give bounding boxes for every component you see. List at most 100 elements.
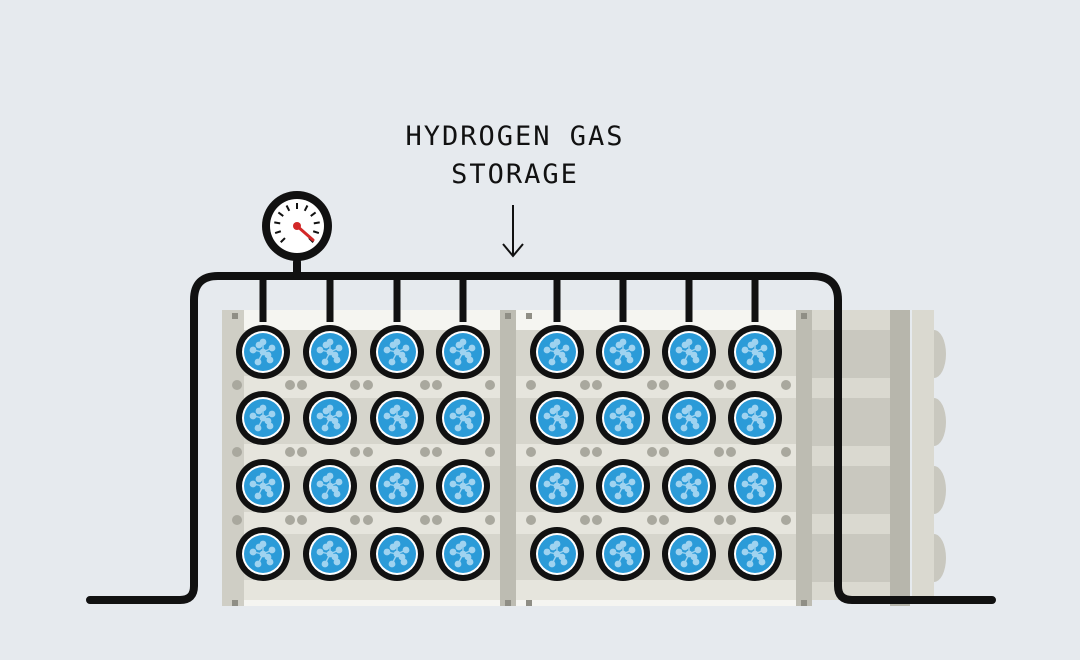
rack-bolt bbox=[485, 380, 495, 390]
gas-cylinder-icon bbox=[236, 391, 290, 445]
gas-cylinder-grid bbox=[236, 325, 782, 581]
gas-cylinder-icon bbox=[596, 527, 650, 581]
gas-cylinder-icon bbox=[662, 391, 716, 445]
gas-cylinder-icon bbox=[530, 325, 584, 379]
background-rack bbox=[810, 310, 946, 606]
rack-bolt bbox=[297, 380, 307, 390]
gauge-tick bbox=[310, 211, 317, 217]
pressure-gauge-icon bbox=[262, 191, 332, 261]
rack-bolt bbox=[781, 380, 791, 390]
gauge-tick bbox=[274, 230, 282, 235]
rack-bolt bbox=[526, 515, 536, 525]
rack-bolt bbox=[580, 380, 590, 390]
cylinder-feed-pipes bbox=[259, 276, 759, 322]
gas-cylinder-icon bbox=[728, 391, 782, 445]
rack-bolt bbox=[714, 447, 724, 457]
rack-bolt bbox=[647, 447, 657, 457]
gas-cylinder-icon bbox=[662, 325, 716, 379]
gas-cylinder-icon bbox=[728, 527, 782, 581]
gas-cylinder-icon bbox=[370, 459, 424, 513]
gas-cylinder-icon bbox=[236, 459, 290, 513]
gas-cylinder-icon bbox=[662, 527, 716, 581]
gas-cylinder-icon bbox=[436, 391, 490, 445]
rack-bolt bbox=[232, 447, 242, 457]
gas-cylinder-icon bbox=[436, 459, 490, 513]
rack-bolt bbox=[363, 515, 373, 525]
rack-bolt bbox=[647, 380, 657, 390]
gas-cylinder-icon bbox=[370, 325, 424, 379]
rack-bolt bbox=[526, 380, 536, 390]
gauge-tick bbox=[313, 221, 320, 225]
gas-cylinder-icon bbox=[303, 527, 357, 581]
gas-cylinder-icon bbox=[303, 459, 357, 513]
gas-cylinder-icon bbox=[596, 459, 650, 513]
diagram-title: HYDROGEN GAS STORAGE bbox=[360, 118, 670, 194]
rack-bolt bbox=[592, 515, 602, 525]
rack-bolt bbox=[285, 515, 295, 525]
rack-bolt bbox=[580, 447, 590, 457]
rack-bolt bbox=[659, 447, 669, 457]
rack-bolt bbox=[420, 380, 430, 390]
gas-cylinder-icon bbox=[530, 459, 584, 513]
rack-bolt bbox=[363, 447, 373, 457]
rack-bolt bbox=[432, 380, 442, 390]
rack-bolt bbox=[432, 515, 442, 525]
rack-bolt bbox=[285, 380, 295, 390]
gas-cylinder-icon bbox=[596, 391, 650, 445]
rack-bolt bbox=[420, 447, 430, 457]
gauge-tick bbox=[303, 205, 309, 212]
gas-cylinder-icon bbox=[303, 391, 357, 445]
gas-cylinder-icon bbox=[728, 325, 782, 379]
rack-bolt bbox=[297, 447, 307, 457]
rack-bolt bbox=[526, 600, 532, 606]
rack-bolt bbox=[781, 447, 791, 457]
rack-bolts bbox=[232, 313, 807, 606]
gas-cylinder-icon bbox=[370, 391, 424, 445]
rack-bolt bbox=[659, 515, 669, 525]
down-arrow-icon bbox=[502, 205, 524, 258]
rack-bolt bbox=[297, 515, 307, 525]
rack-bolt bbox=[714, 380, 724, 390]
rack-bolt bbox=[801, 600, 807, 606]
rack-bolt bbox=[232, 600, 238, 606]
rack-bolt bbox=[801, 313, 807, 319]
rack-bolt bbox=[726, 515, 736, 525]
rack-bolt bbox=[485, 515, 495, 525]
rack-bolt bbox=[580, 515, 590, 525]
rack-bolt bbox=[526, 447, 536, 457]
gauge-tick bbox=[312, 230, 320, 235]
gas-cylinder-icon bbox=[530, 527, 584, 581]
gauge-tick bbox=[277, 211, 284, 217]
title-line-2: STORAGE bbox=[451, 159, 579, 190]
gas-pipe-manifold bbox=[86, 258, 996, 604]
rack-bolt bbox=[526, 313, 532, 319]
rack-bolt bbox=[726, 447, 736, 457]
rack-bolt bbox=[350, 515, 360, 525]
rack-bolt bbox=[505, 313, 511, 319]
gas-cylinder-icon bbox=[303, 325, 357, 379]
gas-cylinder-icon bbox=[596, 325, 650, 379]
rack-bolt bbox=[232, 380, 242, 390]
rack-bolt bbox=[726, 380, 736, 390]
gas-cylinder-icon bbox=[436, 325, 490, 379]
rack-bolt bbox=[659, 380, 669, 390]
rack-bolt bbox=[420, 515, 430, 525]
gas-cylinder-icon bbox=[436, 527, 490, 581]
rack-bolt bbox=[432, 447, 442, 457]
rack-bolt bbox=[505, 600, 511, 606]
rack-bolt bbox=[350, 380, 360, 390]
gas-cylinder-icon bbox=[728, 459, 782, 513]
title-line-1: HYDROGEN GAS bbox=[405, 121, 625, 152]
rack-bolt bbox=[592, 447, 602, 457]
gas-cylinder-icon bbox=[662, 459, 716, 513]
gas-cylinder-icon bbox=[236, 325, 290, 379]
gauge-tick bbox=[274, 221, 281, 225]
rack-bolt bbox=[647, 515, 657, 525]
rack-bolt bbox=[592, 380, 602, 390]
rack-bolt bbox=[714, 515, 724, 525]
gas-cylinder-icon bbox=[236, 527, 290, 581]
rack-bolt bbox=[363, 380, 373, 390]
rack-bolt bbox=[485, 447, 495, 457]
